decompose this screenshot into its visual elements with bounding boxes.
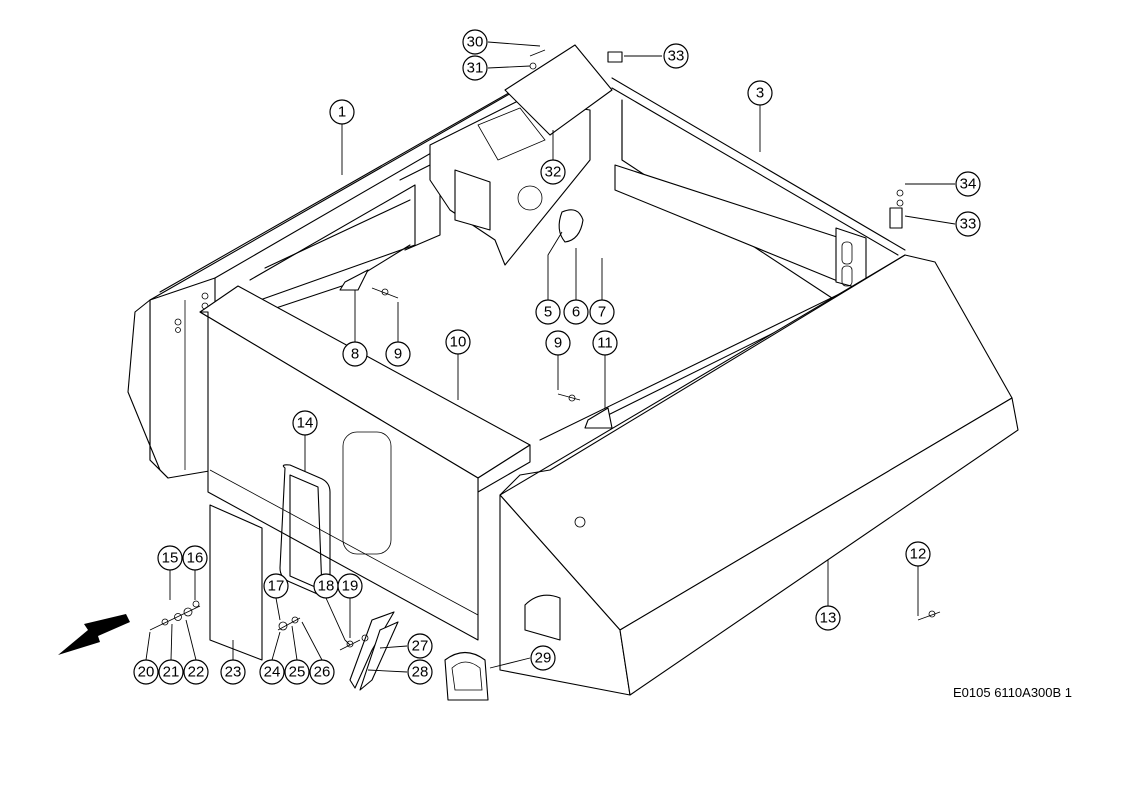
svg-text:9: 9: [394, 346, 402, 363]
loose-parts: [149, 49, 941, 701]
callout-1: 1: [329, 99, 355, 125]
callout-26: 26: [309, 659, 335, 685]
svg-text:14: 14: [297, 415, 314, 432]
svg-text:22: 22: [188, 664, 205, 681]
callout-27: 27: [407, 633, 433, 659]
svg-text:26: 26: [314, 664, 331, 681]
wheel-arch-cover: [524, 594, 561, 641]
svg-text:30: 30: [467, 34, 484, 51]
drawing-reference: E0105 6110A300B 1: [953, 685, 1072, 700]
svg-text:20: 20: [138, 664, 155, 681]
callout-10: 10: [445, 329, 471, 355]
svg-text:17: 17: [268, 578, 285, 595]
callout-6: 6: [563, 299, 589, 325]
svg-text:13: 13: [820, 610, 837, 627]
front-panel: [199, 285, 531, 641]
svg-text:8: 8: [351, 346, 359, 363]
svg-text:32: 32: [545, 164, 562, 181]
direction-arrow: [58, 614, 130, 655]
svg-text:33: 33: [668, 48, 685, 65]
svg-text:15: 15: [162, 550, 179, 567]
callout-31: 31: [462, 55, 488, 81]
callout-33-top: 33: [663, 43, 689, 69]
svg-text:25: 25: [289, 664, 306, 681]
bracket-28: [359, 621, 399, 691]
svg-text:18: 18: [318, 578, 335, 595]
callout-33-right: 33: [955, 211, 981, 237]
svg-text:23: 23: [225, 664, 242, 681]
callout-8: 8: [342, 341, 368, 367]
svg-text:28: 28: [412, 664, 429, 681]
front-right-hood: [499, 254, 1019, 696]
callout-19: 19: [337, 573, 363, 599]
svg-text:6: 6: [572, 304, 580, 321]
rear-housing: [429, 44, 613, 266]
callout-32: 32: [540, 159, 566, 185]
callout-13: 13: [815, 605, 841, 631]
svg-text:1: 1: [338, 104, 346, 121]
callout-15: 15: [157, 545, 183, 571]
svg-text:34: 34: [960, 176, 977, 193]
callout-5: 5: [535, 299, 561, 325]
svg-text:19: 19: [342, 578, 359, 595]
callout-9-upper: 9: [385, 341, 411, 367]
svg-text:12: 12: [910, 546, 927, 563]
svg-text:27: 27: [412, 638, 429, 655]
callout-29: 29: [530, 645, 556, 671]
svg-text:10: 10: [450, 334, 467, 351]
callout-24: 24: [259, 659, 285, 685]
svg-text:11: 11: [597, 335, 613, 352]
top-cover-plate: [504, 44, 613, 136]
callout-12: 12: [905, 541, 931, 567]
callout-9-lower: 9: [545, 330, 571, 356]
callout-23: 23: [220, 659, 246, 685]
svg-text:5: 5: [544, 304, 552, 321]
callout-17: 17: [263, 573, 289, 599]
callout-14: 14: [292, 410, 318, 436]
callout-20: 20: [133, 659, 159, 685]
side-cover-plate: [209, 504, 263, 661]
svg-text:33: 33: [960, 216, 977, 233]
callout-34: 34: [955, 171, 981, 197]
svg-text:16: 16: [187, 550, 204, 567]
callout-7: 7: [589, 299, 615, 325]
callout-22: 22: [183, 659, 209, 685]
callout-11: 11: [592, 330, 618, 356]
svg-text:29: 29: [535, 650, 552, 667]
svg-text:21: 21: [163, 664, 180, 681]
svg-text:9: 9: [554, 335, 562, 352]
svg-text:7: 7: [598, 304, 606, 321]
svg-text:24: 24: [264, 664, 281, 681]
callout-18: 18: [313, 573, 339, 599]
callout-16: 16: [182, 545, 208, 571]
callout-25: 25: [284, 659, 310, 685]
callout-30: 30: [462, 29, 488, 55]
step-shell: [444, 651, 489, 701]
svg-text:3: 3: [756, 85, 764, 102]
leader-lines: [145, 41, 956, 673]
callout-3: 3: [747, 80, 773, 106]
svg-text:31: 31: [467, 60, 484, 77]
callout-21: 21: [158, 659, 184, 685]
callout-28: 28: [407, 659, 433, 685]
right-side-wall: [611, 77, 906, 301]
